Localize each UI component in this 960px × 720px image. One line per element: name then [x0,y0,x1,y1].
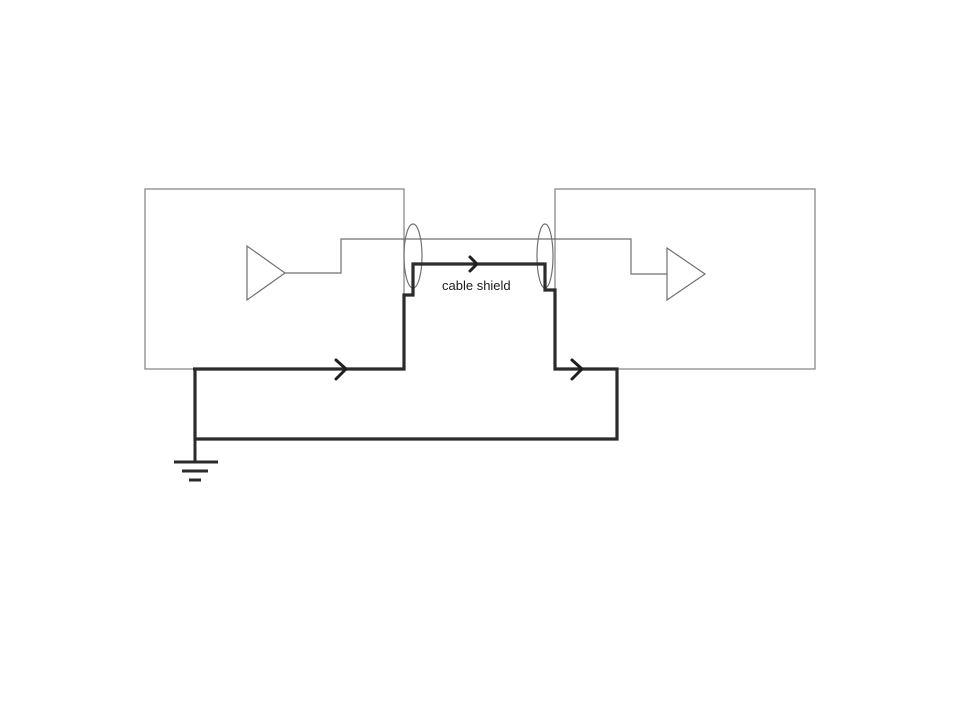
receiver-amplifier-icon [666,246,707,302]
signal-conductor [285,238,667,275]
current-arrow-left [334,358,348,381]
current-arrow-shield [468,255,479,273]
ground-symbol-icon [174,460,218,482]
right-device-box [554,188,816,370]
driver-amplifier-icon [246,244,287,302]
cable-shield-label: cable shield [442,278,511,293]
ground-loop-path [193,262,619,441]
current-arrow-right [570,358,584,381]
